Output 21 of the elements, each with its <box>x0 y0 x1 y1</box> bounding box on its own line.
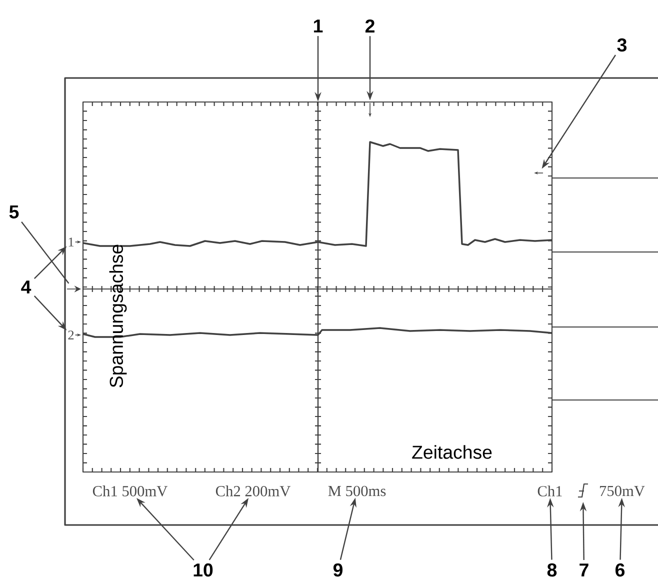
callout-number: 6 <box>616 563 624 577</box>
callout-number: 3 <box>617 38 626 52</box>
callout-number: 8 <box>547 563 557 577</box>
callout-number: 5 <box>9 205 19 219</box>
axis-label: Spannungsachse <box>109 244 127 388</box>
callout-number: 10 <box>194 563 213 577</box>
callout-number: 9 <box>333 563 343 577</box>
readout-text: Ch1 <box>538 486 562 496</box>
leader-line <box>21 221 70 284</box>
readout-text: 750mV <box>600 486 645 496</box>
callout-number: 2 <box>365 19 374 33</box>
callout-number: 1 <box>314 20 323 32</box>
axis-label: Zeitachse <box>412 445 492 459</box>
readout-text: Ch2 200mV <box>216 486 291 496</box>
callout-number: 7 <box>580 564 588 576</box>
center-graticule-line <box>317 101 319 473</box>
trigger-slope-symbol <box>577 483 589 498</box>
graticule-box <box>82 101 553 473</box>
readout-text: Ch1 500mV <box>92 486 168 496</box>
callout-number: 4 <box>21 280 32 294</box>
readout-text: M 500ms <box>328 486 386 496</box>
